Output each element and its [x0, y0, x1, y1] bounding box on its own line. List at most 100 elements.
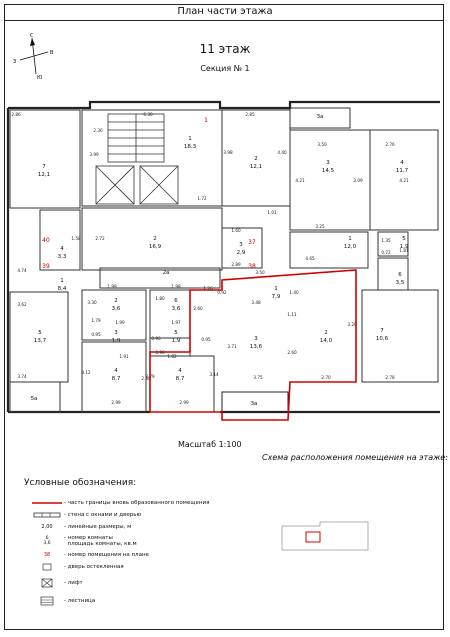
elevator-icon — [30, 578, 64, 588]
dimension-label: 3.99 — [89, 152, 99, 157]
compass-east: В — [50, 50, 54, 56]
dimension-label: 2.99 — [111, 400, 121, 405]
dimension-label: 2.89 — [231, 262, 241, 267]
legend-item: - дверь остекленная — [30, 562, 124, 572]
legend-sample-room: 6 — [45, 536, 49, 541]
dimension-label: 1.98 — [171, 284, 181, 289]
dimension-label: 3.62 — [17, 302, 27, 307]
dimension-label: 4.74 — [17, 268, 27, 273]
e5-area: 1,9 — [400, 244, 409, 250]
k2a-label: 2а — [163, 270, 170, 276]
r3-area: 13,6 — [250, 344, 263, 350]
compass-north: С — [30, 33, 34, 39]
legend-label: - номер помещения на плане — [64, 552, 149, 558]
legend-item: - лифт — [30, 578, 83, 588]
dimension-label: 2.99 — [179, 400, 189, 405]
red-plan-numbers: 40 39 37 38 1 — [42, 117, 256, 270]
dimension-label: 0.95 — [201, 337, 211, 342]
stairs-icon — [30, 596, 64, 606]
compass-icon: С Ю В З — [13, 33, 54, 80]
red-number-38: 38 — [248, 263, 256, 270]
dimension-label: 1.97 — [171, 320, 181, 325]
scheme-title: Схема расположения помещения на этаже: — [262, 453, 448, 462]
m6-area: 3,6 — [172, 306, 181, 312]
interior-walls — [9, 107, 439, 413]
c4-num: 4 — [400, 160, 404, 166]
m4b-num: 4 — [178, 368, 182, 374]
page-frame — [4, 4, 444, 630]
r1-num: 1 — [274, 286, 278, 292]
legend-heading: Условные обозначения: — [24, 478, 137, 488]
page-title: План части этажа — [177, 6, 273, 17]
dimension-label: 0.95 — [91, 332, 101, 337]
m4a-num: 4 — [114, 368, 118, 374]
dimension-label: 3.50 — [317, 142, 327, 147]
w4-area: 3,3 — [58, 254, 67, 260]
w5-num: 5 — [38, 330, 42, 336]
dimension-label: 3.75 — [253, 375, 263, 380]
red-number-40: 40 — [42, 237, 50, 244]
m3-num: 3 — [114, 330, 118, 336]
dimension-label: 3.09 — [353, 178, 363, 183]
e5-num: 5 — [402, 236, 406, 242]
legend-label: - стена с окнами и дверью — [64, 512, 142, 518]
dimension-label: 0.92 — [217, 290, 227, 295]
dimension-label: 3.20 — [347, 322, 357, 327]
red-number-39: 39 — [42, 263, 50, 270]
dimension-label: 1.81 — [399, 248, 409, 253]
m4a-area: 8,7 — [112, 376, 121, 382]
dimension-label: 3.30 — [87, 300, 97, 305]
e7-num: 7 — [380, 328, 384, 334]
e1-num: 1 — [348, 236, 352, 242]
r2-area: 14,0 — [320, 338, 333, 344]
e6-num: 6 — [398, 272, 402, 278]
dimension-label: 1.35 — [381, 238, 391, 243]
glazed-door-icon — [30, 562, 64, 572]
new-premises-boundary — [149, 269, 357, 421]
title-divider — [4, 20, 444, 21]
e7-area: 10,6 — [376, 336, 389, 342]
dimension-label: 2.60 — [287, 350, 297, 355]
legend-label: - часть границы вновь образованного поме… — [64, 500, 210, 506]
elevator-icon — [95, 165, 179, 205]
legend-sample-dim: 2,00 — [41, 524, 53, 530]
legend-label: - номер комнаты площадь комнаты, кв.м — [64, 535, 137, 547]
r2-num: 2 — [324, 330, 328, 336]
dimension-label: 1.99 — [115, 320, 125, 325]
dimension-label: 4.40 — [277, 150, 287, 155]
m3-area: 1,9 — [112, 338, 121, 344]
dimension-label: 3.48 — [251, 300, 261, 305]
dimension-label: 3.14 — [209, 372, 219, 377]
e1-area: 12,0 — [344, 244, 357, 250]
c3-num: 3 — [326, 160, 330, 166]
dimension-label: 2.78 — [385, 375, 395, 380]
s3-num: 3 — [239, 242, 243, 248]
room-labels: 1 18,3 7 12,1 2 12,1 3 14,5 4 11,7 2 16,… — [31, 114, 409, 407]
plan-number-icon: 38 — [30, 550, 64, 560]
dimension-label: 0.96 — [151, 336, 161, 341]
dimension-label: 1.82 — [167, 354, 177, 359]
compass-west: З — [13, 59, 16, 65]
linear-dimension-icon: 2,00 — [30, 522, 64, 532]
s3-area: 2,9 — [237, 250, 246, 256]
legend-label: - лестница — [64, 598, 96, 604]
dimension-label: 2.80 — [141, 376, 151, 381]
dimension-label: 4.21 — [399, 178, 409, 183]
dimension-label: 1.11 — [287, 312, 297, 317]
m5-num: 5 — [174, 330, 178, 336]
m4b-area: 8,7 — [176, 376, 185, 382]
dimension-label: 4.65 — [305, 256, 315, 261]
dimension-label: 1.26 — [203, 286, 213, 291]
w1-num: 1 — [60, 278, 64, 284]
m5-area: 1,9 — [172, 338, 181, 344]
c2a-num: 2 — [254, 156, 258, 162]
dimension-label: 2.70 — [321, 375, 331, 380]
floor-label: 11 этаж — [199, 42, 251, 56]
dimension-label: 2.36 — [93, 128, 103, 133]
legend-item: 6 3,6 - номер комнаты площадь комнаты, к… — [30, 534, 137, 548]
legend-item: - стена с окнами и дверью — [30, 510, 141, 520]
dimension-label: 3.25 — [315, 224, 325, 229]
dimension-label: 1.40 — [289, 290, 299, 295]
